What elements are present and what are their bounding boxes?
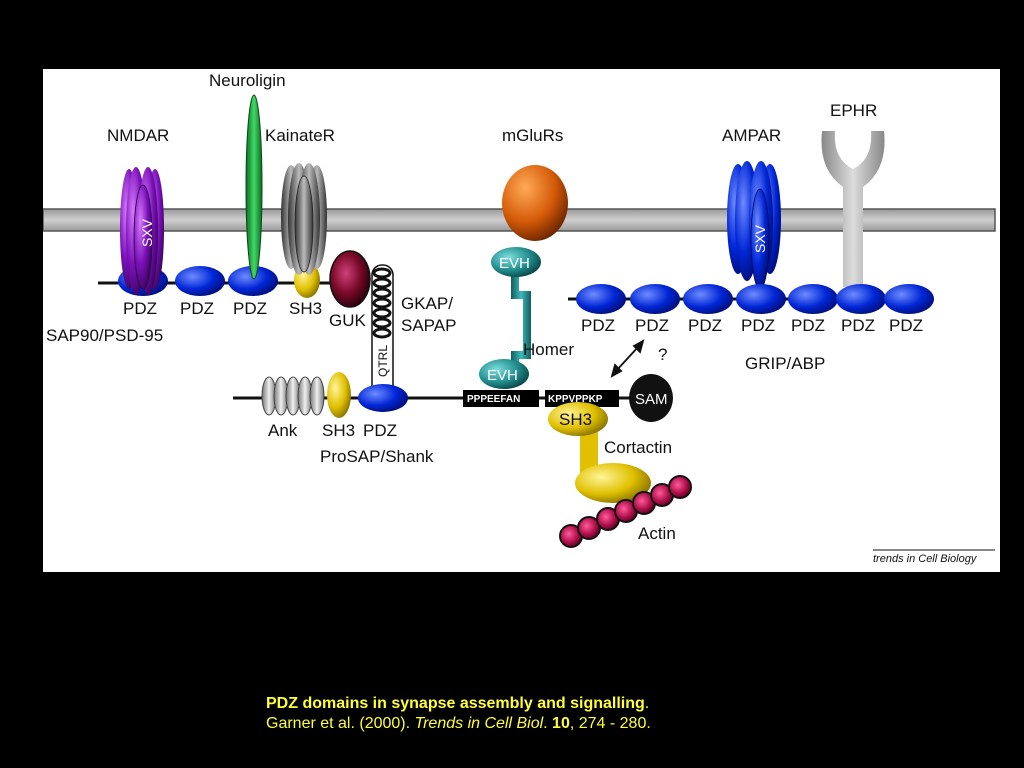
mglur-receptor (502, 165, 568, 241)
grip-pdz-6-label: PDZ (841, 316, 875, 335)
grip-pdz-4 (736, 284, 786, 314)
sam-label: SAM (635, 391, 668, 408)
sam-domain (629, 374, 673, 422)
grip-pdz-5-label: PDZ (791, 316, 825, 335)
sap90-pdz-2-label: PDZ (180, 299, 214, 318)
caption-title-line: PDZ domains in synapse assembly and sign… (266, 694, 866, 714)
shank-sh3-label: SH3 (322, 421, 355, 440)
figure-panel: SXV QTRL SXV (43, 69, 1000, 572)
sap90-pdz-3-label: PDZ (233, 299, 267, 318)
sap90-label: SAP90/PSD-95 (46, 326, 163, 345)
ampar-label: AMPAR (722, 126, 781, 145)
interaction-arrow (610, 339, 645, 378)
neuroligin-receptor (245, 94, 263, 280)
shank-sh3 (327, 372, 351, 418)
grip-pdz-3 (683, 284, 733, 314)
caption-pages: , 274 - 280. (569, 715, 651, 732)
gkap-label-2: SAPAP (401, 316, 456, 335)
nmdar-label: NMDAR (107, 126, 169, 145)
shank-pdz (358, 384, 408, 412)
motif-kppvppkp (545, 390, 619, 407)
sap90-pdz-1-label: PDZ (123, 299, 157, 318)
grip-pdz-2 (630, 284, 680, 314)
caption-title: PDZ domains in synapse assembly and sign… (266, 695, 645, 712)
ank-repeats (261, 376, 325, 416)
ampar-sxv-label: SXV (752, 224, 768, 253)
ephr-label: EPHR (830, 101, 877, 120)
sap90-sh3-label: SH3 (289, 299, 322, 318)
credit-label: trends in Cell Biology (873, 553, 978, 565)
homer-evh-bottom (479, 359, 529, 389)
guk-domain (329, 250, 371, 308)
mglurs-label: mGluRs (502, 126, 563, 145)
grip-pdz-1-label: PDZ (581, 316, 615, 335)
ephr-receptor (821, 131, 885, 287)
homer-protein (511, 274, 531, 369)
neuroligin-label: Neuroligin (209, 71, 286, 90)
evh-bottom-label: EVH (487, 367, 518, 384)
actin-filament (559, 475, 692, 548)
motif-kppvppkp-label: KPPVPPKP (548, 394, 603, 405)
shank-pdz-label: PDZ (363, 421, 397, 440)
caption-journal-end: . (543, 715, 553, 732)
question-label: ? (658, 345, 667, 364)
caption-journal: Trends in Cell Biol (414, 715, 544, 732)
caption-citation: Garner et al. (2000). Trends in Cell Bio… (266, 714, 866, 734)
cortactin-sh3-label: SH3 (559, 410, 592, 429)
gkap-coil (371, 264, 394, 401)
nmdar-sxv-label: SXV (139, 218, 155, 247)
grip-pdz-1 (576, 284, 626, 314)
caption-volume: 10 (552, 715, 570, 732)
cortactin-label: Cortactin (604, 438, 672, 457)
nmdar-receptor (120, 167, 164, 295)
homer-label: Homer (523, 340, 574, 359)
homer-evh-top (491, 247, 541, 277)
ampar-receptor (727, 161, 781, 290)
motif-pppeefan-label: PPPEEFAN (467, 394, 520, 405)
grip-pdz-6 (836, 284, 886, 314)
evh-top-label: EVH (499, 255, 530, 272)
ank-label: Ank (268, 421, 298, 440)
figure-caption: PDZ domains in synapse assembly and sign… (266, 694, 866, 734)
kainate-receptor (281, 163, 327, 275)
guk-label: GUK (329, 311, 367, 330)
prosap-label: ProSAP/Shank (320, 447, 434, 466)
sap90-pdz-3 (228, 266, 278, 296)
grip-label: GRIP/ABP (745, 354, 825, 373)
gkap-label-1: GKAP/ (401, 294, 453, 313)
actin-label: Actin (638, 524, 676, 543)
grip-pdz-3-label: PDZ (688, 316, 722, 335)
sap90-pdz-2 (175, 266, 225, 296)
qtrl-label: QTRL (376, 345, 390, 377)
caption-authors: Garner et al. (2000). (266, 715, 415, 732)
grip-pdz-7-label: PDZ (889, 316, 923, 335)
grip-pdz-4-label: PDZ (741, 316, 775, 335)
grip-pdz-5 (788, 284, 838, 314)
caption-title-end: . (644, 695, 650, 712)
pdz-diagram: SXV QTRL SXV (43, 71, 996, 565)
cortactin-protein (548, 402, 651, 503)
motif-pppeefan (463, 390, 539, 407)
grip-pdz-2-label: PDZ (635, 316, 669, 335)
grip-pdz-7 (884, 284, 934, 314)
kainater-label: KainateR (265, 126, 335, 145)
